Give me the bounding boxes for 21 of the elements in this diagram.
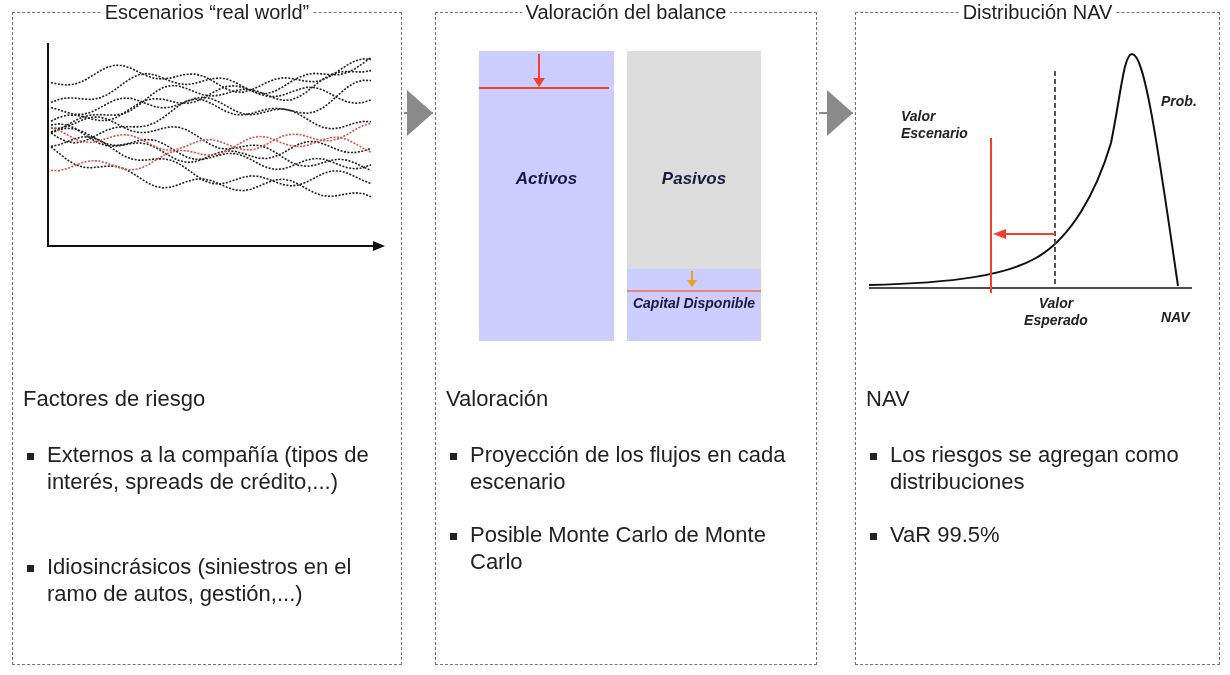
bar-label: Activos [514, 169, 579, 189]
bar-label: Pasivos [660, 169, 728, 189]
bullet-item: Idiosincrásicos (siniestros en el ramo de autos, gestión,...) [23, 553, 395, 607]
axis-label: Valor Escenario [901, 108, 969, 142]
bullet-item: Posible Monte Carlo de Monte Carlo [446, 521, 810, 575]
bullet-item: Los riesgos se agregan como distribuciones [866, 441, 1213, 495]
section-heading: Factores de riesgo [23, 386, 206, 412]
section-heading: Valoración [446, 386, 549, 412]
axis-label: Prob. [1161, 93, 1198, 110]
bullet-item: Externos a la compañía (tipos de interés, spreads de crédito,...) [23, 441, 395, 495]
axis-label: NAV [1161, 309, 1192, 326]
chevron-arrow [403, 90, 434, 136]
section-heading: NAV [866, 386, 910, 412]
balance-bar [479, 51, 614, 341]
chevron-arrow [818, 90, 854, 136]
bullet-item: VaR 99.5% [866, 521, 1213, 548]
axis-label: Valor Esperado [1023, 295, 1089, 329]
bar-label: Capital Disponible [631, 295, 757, 311]
balance-bar [627, 51, 761, 341]
balance-bar [627, 269, 761, 341]
bullet-item: Proyección de los flujos en cada escenario [446, 441, 810, 495]
